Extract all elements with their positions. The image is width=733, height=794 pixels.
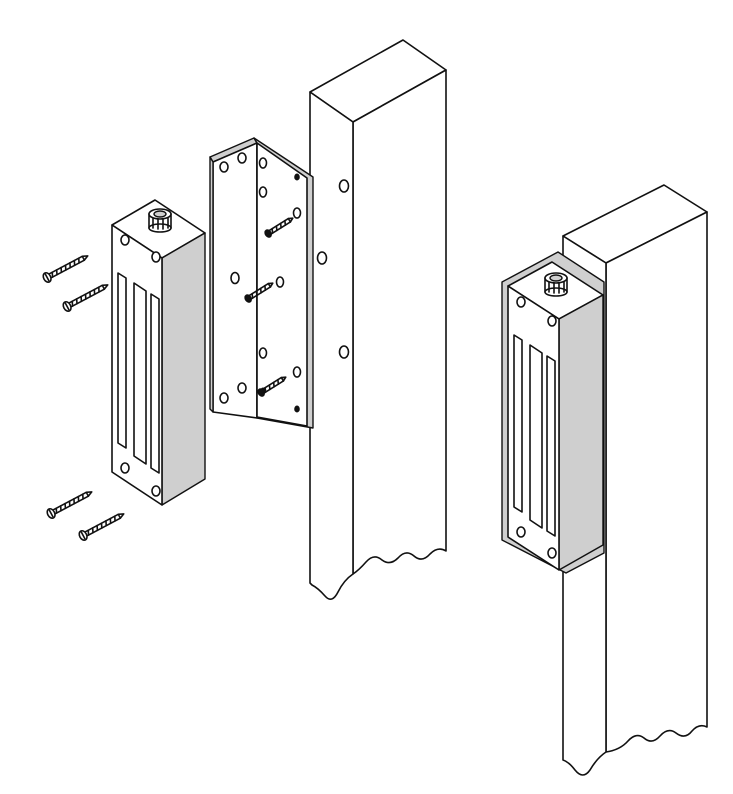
bracket-hole (219, 392, 229, 404)
gland-base (544, 287, 568, 297)
bracket-hole (258, 157, 268, 169)
bracket-hole (275, 276, 285, 288)
gland-opening (153, 210, 167, 218)
maglock-coil-slot (117, 272, 127, 449)
screw-icon (40, 250, 91, 285)
post-hole (338, 179, 350, 193)
cable-gland-icon (148, 208, 172, 233)
l-mounting-bracket (209, 137, 314, 429)
bracket-hole (237, 152, 247, 164)
bracket-hole (230, 271, 240, 285)
bracket-hole (294, 173, 300, 181)
bracket-hole (258, 186, 268, 198)
maglock-side-face (161, 232, 206, 506)
maglock-coil-slot (150, 293, 160, 474)
maglock-mount-hole (120, 234, 130, 246)
screw-icon (44, 486, 95, 521)
gland-threads (548, 281, 565, 294)
bracket-hole (258, 347, 268, 359)
maglock-mount-hole (516, 526, 526, 538)
maglock-mount-hole (151, 485, 161, 497)
cable-gland-icon (544, 272, 568, 297)
maglock-coil-slot (546, 355, 556, 537)
bracket-hole (237, 382, 247, 394)
bracket-hole (292, 207, 302, 219)
maglock-mount-hole (120, 462, 130, 474)
post-hole (316, 251, 328, 265)
post-hole (338, 345, 350, 359)
maglock-coil-slot (513, 334, 523, 513)
bracket-edge-shade (209, 156, 214, 413)
maglock-mount-hole (516, 296, 526, 308)
gland-opening (549, 274, 563, 282)
assembled-view (501, 184, 708, 776)
bracket-hole (294, 405, 300, 413)
maglock-mount-hole (547, 315, 557, 327)
post-side-face (352, 69, 447, 575)
maglock-body-exploded (111, 199, 206, 506)
gland-threads (152, 217, 169, 230)
bracket-hole (219, 161, 229, 173)
maglock-coil-slot (133, 282, 147, 465)
maglock-mount-hole (151, 251, 161, 263)
gland-base (148, 223, 172, 233)
screw-icon (76, 508, 127, 543)
maglock-coil-slot (529, 344, 543, 529)
assembled-post-side (605, 211, 708, 753)
post-front-face (309, 91, 354, 600)
door-frame-post-exploded (309, 39, 447, 600)
assembled-maglock-side (558, 294, 604, 571)
bracket-hole (292, 366, 302, 378)
screw-icon (60, 279, 111, 314)
maglock-mount-hole (547, 547, 557, 559)
